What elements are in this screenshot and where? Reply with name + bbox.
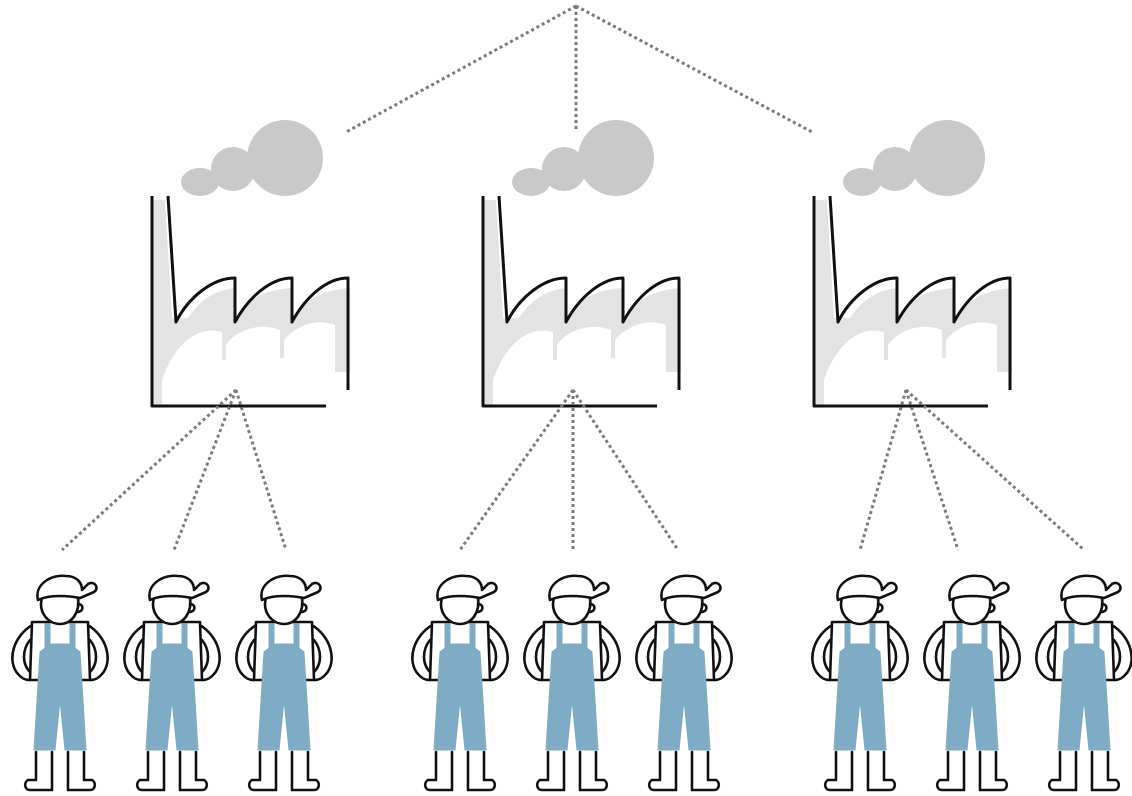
factory-group-2 <box>481 120 683 408</box>
smoke-cloud-icon <box>512 120 654 196</box>
root-connector-right <box>575 4 813 134</box>
factory-icon <box>812 194 1014 408</box>
factory-group-1 <box>11 120 352 792</box>
factory-icon <box>150 194 352 408</box>
worker-icon <box>11 574 109 792</box>
worker-icon <box>811 574 909 792</box>
worker-icon <box>123 574 221 792</box>
worker-icon <box>411 574 509 792</box>
worker-icon <box>235 574 333 792</box>
factory-icon <box>481 194 683 408</box>
smoke-cloud-icon <box>843 120 985 196</box>
smoke-cloud-icon <box>181 120 323 196</box>
worker-icon <box>523 574 621 792</box>
root-connector-left <box>345 4 577 134</box>
worker-connectors-3 <box>858 388 1086 552</box>
worker-icon <box>635 574 733 792</box>
worker-connectors-2 <box>458 389 680 551</box>
root-connectors <box>345 4 813 134</box>
worker-icon <box>923 574 1021 792</box>
worker-connectors-1 <box>60 388 288 552</box>
worker-icon <box>1035 574 1132 792</box>
factory-group-3 <box>812 120 1014 408</box>
